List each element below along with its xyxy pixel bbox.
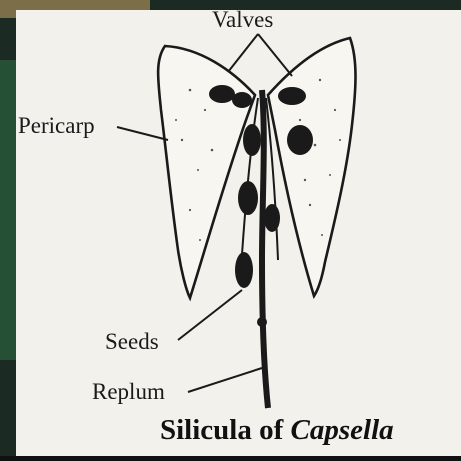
seed xyxy=(243,124,261,156)
caption-prefix: Silicula of xyxy=(160,414,283,446)
seed xyxy=(264,204,280,232)
seed xyxy=(238,181,258,215)
paper-sheet xyxy=(16,10,461,456)
label-replum: Replum xyxy=(92,380,165,403)
label-pericarp: Pericarp xyxy=(18,114,95,137)
seed xyxy=(235,252,253,288)
seed xyxy=(287,125,313,155)
seed xyxy=(278,87,306,105)
figure-caption: Silicula of Capsella xyxy=(160,416,394,445)
caption-genus: Capsella xyxy=(291,414,394,446)
label-valves: Valves xyxy=(212,8,273,31)
label-seeds: Seeds xyxy=(105,330,159,353)
seed xyxy=(209,85,235,103)
stalk-node xyxy=(257,317,267,327)
background-left-highlight xyxy=(0,60,18,360)
seed xyxy=(232,92,252,108)
